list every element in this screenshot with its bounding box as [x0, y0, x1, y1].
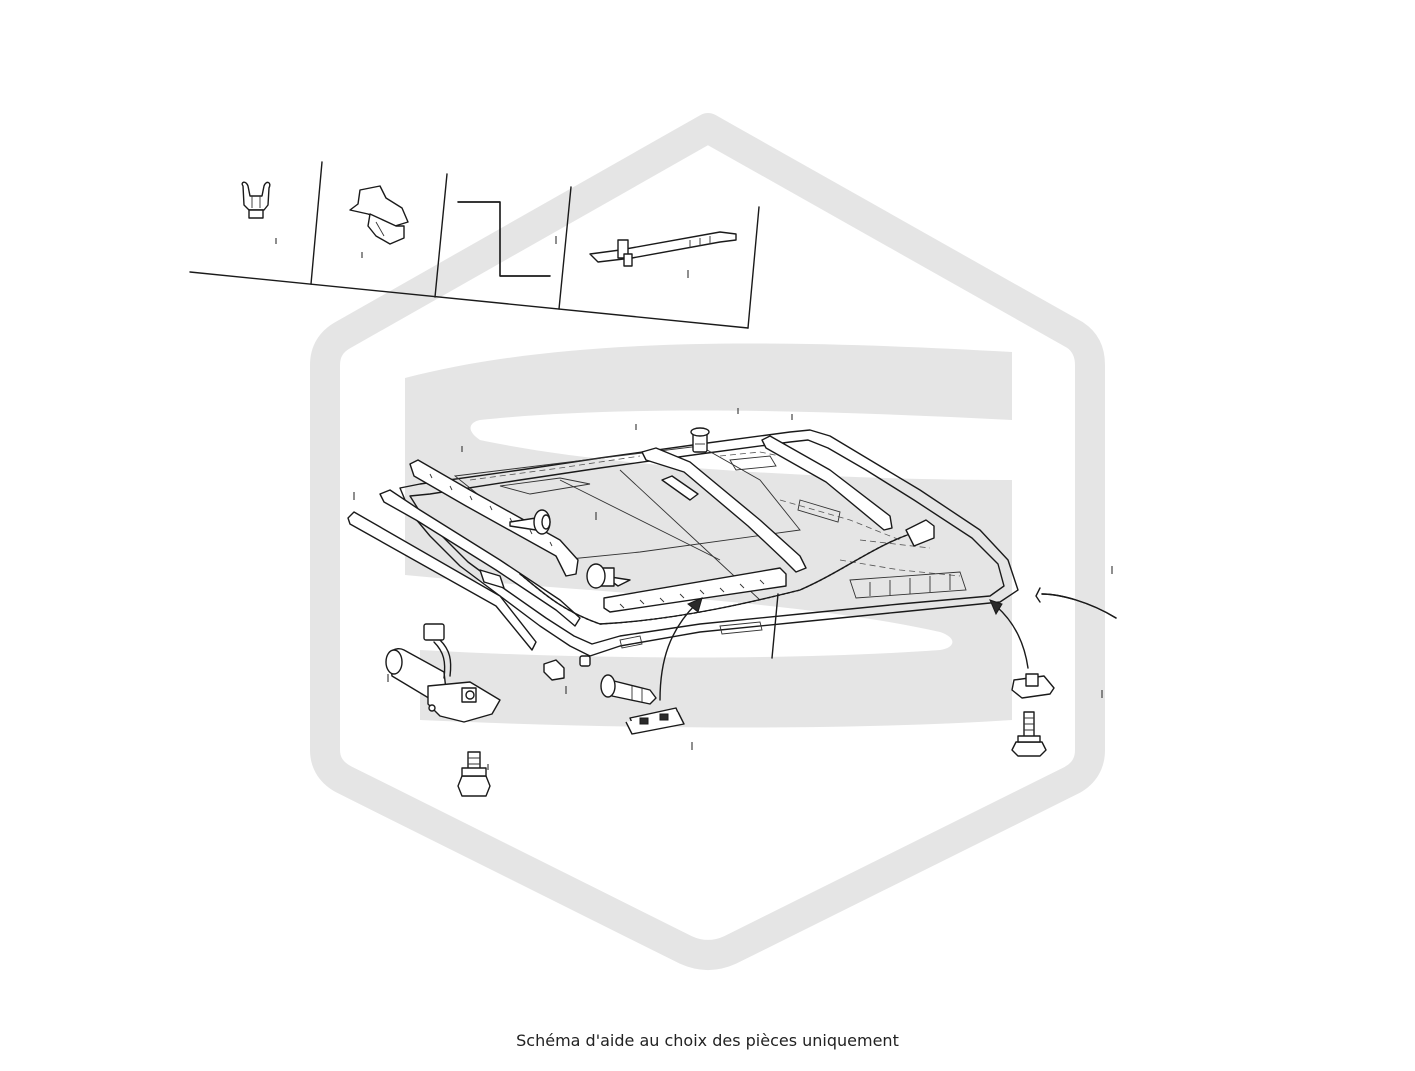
retaining-clip-part[interactable] — [241, 181, 271, 219]
reference-ticks — [275, 236, 1113, 770]
rivet-nut-top[interactable] — [690, 427, 710, 453]
drive-cable[interactable] — [519, 519, 935, 625]
sunroof-motor[interactable] — [385, 623, 501, 723]
leader-line-center — [771, 593, 779, 659]
guide-rail-left[interactable] — [347, 511, 537, 651]
guide-rail-inner-left[interactable] — [379, 489, 581, 627]
parts-table — [189, 161, 760, 329]
speed-nut[interactable] — [1011, 673, 1055, 699]
slot-stop[interactable] — [661, 475, 699, 501]
front-slider-bar[interactable] — [603, 567, 787, 613]
self-tapping-screw[interactable] — [509, 509, 551, 535]
pointer-arrow-tube — [989, 599, 1029, 669]
cable-guide-tube[interactable] — [1035, 587, 1117, 619]
deflector-rail[interactable] — [409, 459, 579, 577]
flange-bolt[interactable] — [1011, 711, 1047, 757]
guide-rail-right[interactable] — [761, 435, 893, 531]
sunroof-frame[interactable] — [399, 429, 1019, 657]
watermark-s-mark — [405, 343, 1012, 728]
small-clip[interactable] — [543, 655, 591, 681]
shoulder-bolt-center[interactable] — [586, 563, 631, 589]
guide-block-part[interactable] — [349, 185, 409, 245]
motor-bolt[interactable] — [457, 751, 491, 797]
cable-tie-part[interactable] — [589, 231, 737, 267]
center-slide-rail[interactable] — [641, 447, 807, 573]
diagram-caption: Schéma d'aide au choix des pièces unique… — [516, 1031, 899, 1050]
shoulder-bolt-lower[interactable] — [600, 674, 657, 705]
emergency-crank-part[interactable] — [457, 201, 551, 277]
watermark-logo — [310, 113, 1105, 970]
mounting-bracket[interactable] — [625, 707, 685, 735]
pointer-arrow-cable — [659, 597, 703, 701]
